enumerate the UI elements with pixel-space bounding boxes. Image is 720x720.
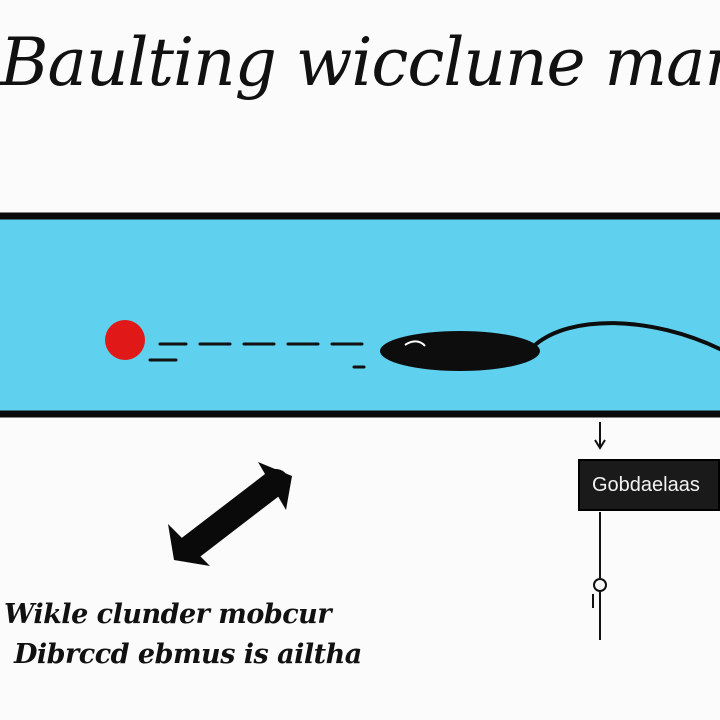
water-band xyxy=(0,212,720,418)
label-box: Gobdaelaas xyxy=(578,459,720,511)
double-arrow-icon xyxy=(168,462,292,566)
red-dot-marker xyxy=(105,320,145,360)
pointer-tick xyxy=(594,422,606,450)
hanging-probe-icon xyxy=(592,512,607,640)
diagram-title: Baulting wicclune mant xyxy=(0,24,720,101)
dashed-path xyxy=(148,342,366,369)
caption-line-2: Dibrccd ebmus is ailtha xyxy=(14,639,362,670)
fish-shape xyxy=(380,321,720,371)
caption-line-1: Wikle clunder mobcur xyxy=(4,599,332,630)
